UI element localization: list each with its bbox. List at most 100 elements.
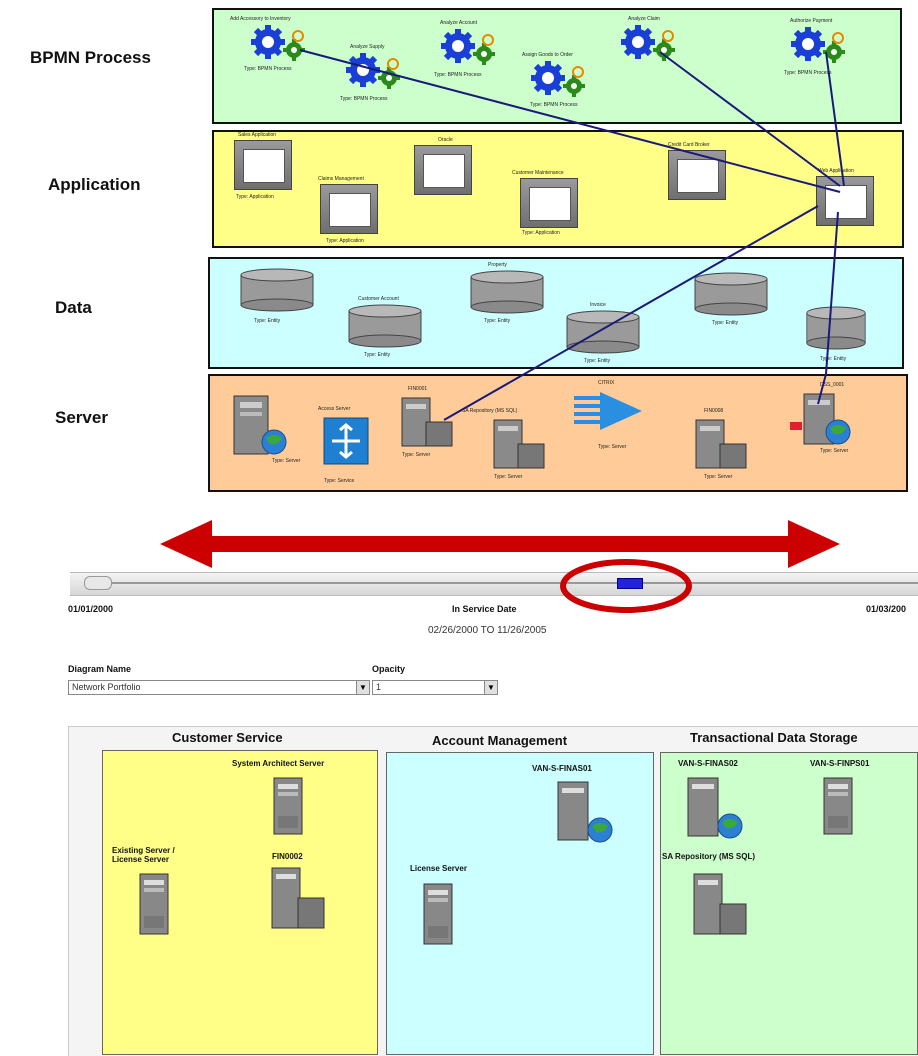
server-label: Existing Server / License Server: [112, 846, 175, 864]
application-icon[interactable]: [668, 150, 726, 200]
server-title: CITRIX: [598, 380, 615, 386]
server-label: VAN-S-FINAS01: [532, 764, 592, 773]
entity-type: Type: Entity: [712, 320, 739, 326]
server-type: Type: Server: [598, 444, 627, 450]
entity-icon[interactable]: [694, 272, 768, 316]
highlight-ellipse: [560, 559, 692, 613]
bpmn-node-title: Authorize Payment: [790, 18, 833, 24]
timeline-track[interactable]: [70, 572, 918, 596]
app-node-title: Oracle: [438, 137, 453, 143]
citrix-icon[interactable]: [572, 390, 644, 432]
app-node-type: Type: Application: [326, 238, 364, 244]
bpmn-node-title: Analyze Supply: [350, 44, 385, 50]
server-type: Type: Server: [820, 448, 849, 454]
server-icon[interactable]: [818, 776, 864, 838]
layered-diagram: BPMN Process Application Data Server Add…: [0, 0, 918, 500]
opacity-label: Opacity: [372, 664, 406, 674]
app-node-title: Customer Maintenance: [512, 170, 564, 176]
entity-type: Type: Entity: [484, 318, 511, 324]
timeline-title: In Service Date: [452, 604, 517, 614]
bpmn-node-title: Assign Goods to Order: [522, 52, 573, 58]
double-arrow-icon: [160, 520, 840, 568]
layer-label-server: Server: [55, 408, 108, 427]
server-type: Type: Server: [272, 458, 301, 464]
application-icon[interactable]: [320, 184, 378, 234]
gear-icon[interactable]: [530, 60, 594, 105]
server-title: DSS_0001: [820, 382, 845, 388]
gear-icon[interactable]: [440, 28, 504, 73]
chevron-down-icon[interactable]: ▼: [484, 681, 497, 694]
server-icon[interactable]: [400, 396, 454, 450]
entity-icon[interactable]: [348, 304, 422, 348]
layer-label-bpmn: BPMN Process: [30, 48, 151, 67]
server-globe-icon[interactable]: [232, 394, 290, 458]
server-title: Access Server: [318, 406, 351, 412]
server-label: License Server: [410, 864, 467, 873]
timeline-start-label: 01/01/2000: [68, 604, 114, 614]
diagram-name-value: Network Portfolio: [72, 682, 141, 692]
bpmn-node-type: Type: BPMN Process: [784, 70, 832, 76]
gear-icon[interactable]: [620, 24, 684, 69]
timeline-left-handle[interactable]: [84, 576, 112, 590]
server-type: Type: Server: [402, 452, 431, 458]
bpmn-node-title: Analyze Claim: [628, 16, 660, 22]
server-title: FIN0008: [704, 408, 724, 414]
server-type: Type: Server: [494, 474, 523, 480]
server-icon[interactable]: [134, 872, 180, 938]
timeline-rail: [90, 582, 918, 584]
application-icon[interactable]: [520, 178, 578, 228]
bpmn-node-title: Add Accessory to Inventory: [230, 16, 291, 22]
server-label: System Architect Server: [232, 759, 325, 768]
app-node-type: Type: Application: [522, 230, 560, 236]
entity-icon[interactable]: [806, 306, 866, 350]
application-icon[interactable]: [816, 176, 874, 226]
timeline-end-label: 01/03/200: [866, 604, 907, 614]
app-node-type: Type: Application: [236, 194, 274, 200]
entity-title: Customer Account: [358, 296, 399, 302]
relationship-lines: [299, 49, 845, 421]
server-icon[interactable]: [492, 418, 546, 472]
server-title: SA Repository (MS SQL): [462, 408, 518, 414]
server-type: Type: Service: [324, 478, 355, 484]
chevron-down-icon[interactable]: ▼: [356, 681, 369, 694]
group-title: Account Management: [432, 733, 568, 748]
server-icon[interactable]: [418, 882, 464, 948]
server-icon[interactable]: [690, 872, 748, 938]
entity-type: Type: Entity: [364, 352, 391, 358]
opacity-value: 1: [376, 682, 382, 692]
access-switch-icon[interactable]: [322, 416, 370, 466]
timeline-range: 02/26/2000 TO 11/26/2005: [428, 625, 547, 636]
app-node-title: Credit Card Broker: [668, 142, 710, 148]
server-globe-icon[interactable]: [554, 780, 614, 846]
app-node-title: Claims Management: [318, 176, 364, 182]
gear-icon[interactable]: [790, 26, 854, 71]
gear-icon[interactable]: [345, 52, 409, 97]
bpmn-node-type: Type: BPMN Process: [244, 66, 292, 72]
bpmn-node-type: Type: BPMN Process: [530, 102, 578, 108]
entity-title: Property: [488, 262, 507, 268]
layer-label-application: Application: [48, 175, 141, 194]
bpmn-node-type: Type: BPMN Process: [340, 96, 388, 102]
server-label: VAN-S-FINAS02: [678, 759, 738, 768]
server-icon[interactable]: [694, 418, 748, 472]
server-icon[interactable]: [268, 866, 326, 932]
gear-icon[interactable]: [250, 24, 314, 69]
entity-icon[interactable]: [470, 270, 544, 314]
entity-icon[interactable]: [240, 268, 314, 312]
opacity-select[interactable]: 1 ▼: [372, 680, 498, 695]
bpmn-node-title: Analyze Account: [440, 20, 477, 26]
entity-type: Type: Entity: [820, 356, 847, 362]
timeline-thumb[interactable]: [617, 578, 643, 589]
group-title: Transactional Data Storage: [690, 730, 858, 745]
bpmn-node-type: Type: BPMN Process: [434, 72, 482, 78]
diagram-name-label: Diagram Name: [68, 664, 132, 674]
application-icon[interactable]: [414, 145, 472, 195]
server-globe-icon[interactable]: [684, 776, 744, 842]
diagram-name-select[interactable]: Network Portfolio ▼: [68, 680, 370, 695]
application-icon[interactable]: [234, 140, 292, 190]
entity-type: Type: Entity: [584, 358, 611, 364]
entity-title: Invoice: [590, 302, 606, 308]
layer-label-data: Data: [55, 298, 92, 317]
server-icon[interactable]: [268, 776, 314, 838]
data-band: [208, 257, 904, 369]
